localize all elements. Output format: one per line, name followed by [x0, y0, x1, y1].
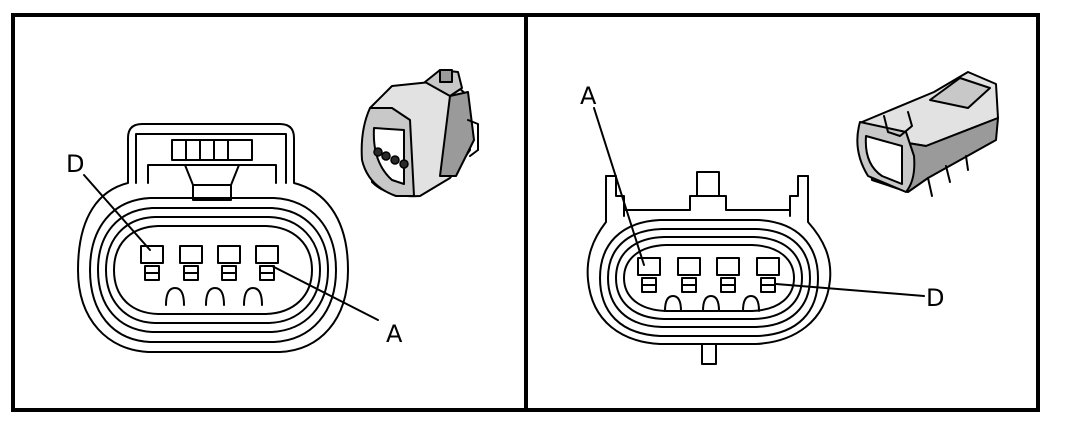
left-terminal-b — [217, 245, 241, 281]
left-connector-thumbnail — [360, 69, 479, 198]
left-terminal-c — [179, 245, 203, 281]
left-leader-d — [83, 174, 151, 251]
right-leader-d — [775, 283, 925, 297]
left-label-d: D — [66, 150, 84, 178]
left-terminal-a — [255, 245, 279, 281]
right-label-a: A — [580, 82, 597, 110]
right-terminal-d — [756, 257, 780, 293]
right-panel: A D — [580, 71, 999, 365]
right-terminal-b — [677, 257, 701, 293]
right-connector-thumbnail — [856, 71, 999, 197]
right-label-d: D — [926, 284, 944, 312]
left-leader-a — [271, 265, 379, 321]
left-connector-face — [77, 123, 349, 353]
right-terminal-c — [716, 257, 740, 293]
right-connector-face — [586, 171, 832, 365]
right-leader-a — [593, 107, 645, 266]
left-terminal-d — [140, 245, 164, 281]
left-label-a: A — [386, 320, 403, 348]
right-terminal-a — [637, 257, 661, 293]
left-panel: D A — [66, 69, 479, 353]
